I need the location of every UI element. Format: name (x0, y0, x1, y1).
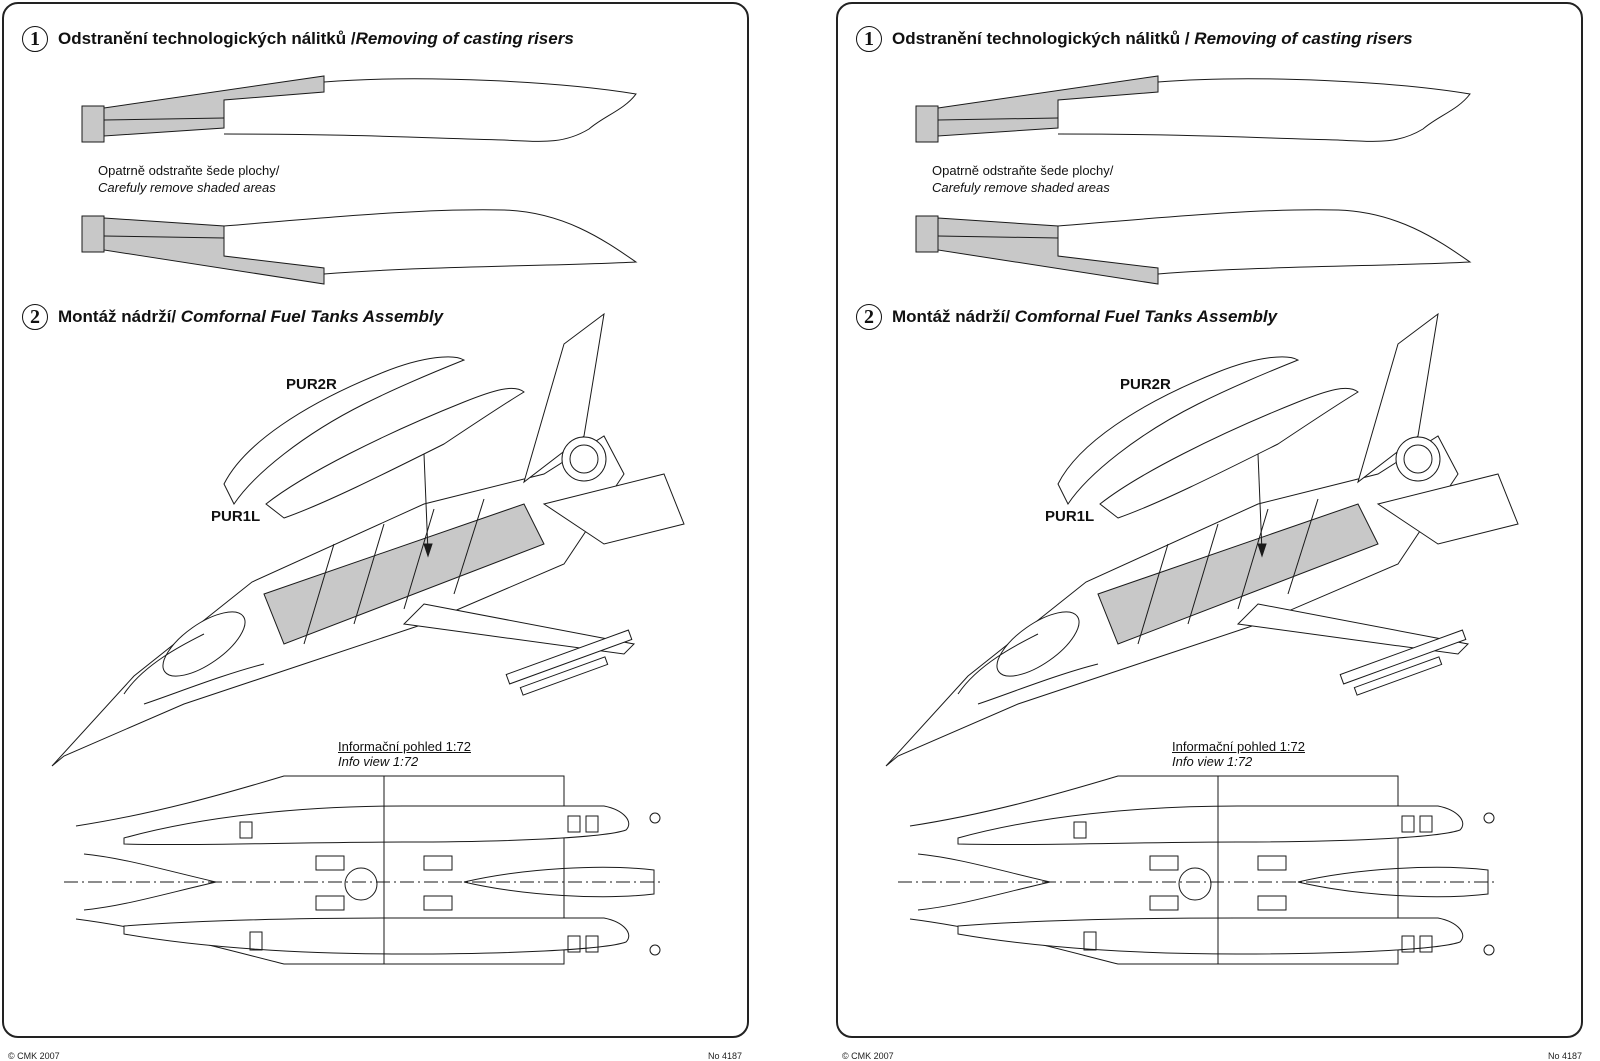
footer-copyright-right: © CMK 2007 (842, 1051, 894, 1061)
part-label-upper: PUR2R (1120, 376, 1171, 393)
info-view-caption: Informační pohled 1:72 Info view 1:72 (1172, 739, 1305, 769)
info-view-czech: Informační pohled 1:72 (1172, 739, 1305, 754)
note-english: Carefuly remove shaded areas (932, 180, 1110, 195)
footer-number-left: No 4187 (708, 1051, 743, 1061)
shaded-areas-note: Opatrně odstraňte šede plochy/ Carefuly … (932, 162, 1113, 196)
part-label-lower: PUR1L (1045, 508, 1095, 525)
info-view-english: Info view 1:72 (1172, 754, 1253, 769)
note-czech: Opatrně odstraňte šede plochy/ (932, 163, 1114, 178)
technical-drawing (51, 75, 685, 965)
note-czech: Opatrně odstraňte šede plochy/ (98, 163, 280, 178)
step-2-heading: 2 Montáž nádrží/ Comfornal Fuel Tanks As… (22, 304, 443, 330)
tank-part-top-drawing (915, 75, 1471, 143)
aircraft-isometric-drawing (885, 312, 1519, 767)
info-view-caption: Informační pohled 1:72 Info view 1:72 (338, 739, 471, 769)
footer-number-right: No 4187 (1548, 1051, 1583, 1061)
tank-part-bottom-drawing (915, 209, 1472, 285)
tank-part-bottom-drawing (81, 209, 638, 285)
shaded-areas-note: Opatrně odstraňte šede plochy/ Carefuly … (98, 162, 279, 196)
step-2-title: Montáž nádrží/ Comfornal Fuel Tanks Asse… (892, 307, 1278, 326)
footer-copyright-left: © CMK 2007 (8, 1051, 60, 1061)
part-label-lower: PUR1L (211, 508, 261, 525)
aircraft-isometric-drawing (51, 312, 685, 767)
step-1-title: Odstranění technologických nálitků /Remo… (58, 29, 574, 48)
step-2-number: 2 (22, 304, 48, 330)
step-1-heading: 1 Odstranění technologických nálitků /Re… (22, 26, 574, 52)
plan-view-drawing (898, 775, 1498, 965)
info-view-czech: Informační pohled 1:72 (338, 739, 471, 754)
tank-part-top-drawing (81, 75, 637, 143)
instruction-sheet-right: 1 Odstranění technologických nálitků / R… (836, 2, 1583, 1038)
step-2-title: Montáž nádrží/ Comfornal Fuel Tanks Asse… (58, 307, 444, 326)
plan-view-drawing (64, 775, 664, 965)
step-1-number: 1 (856, 26, 882, 52)
step-1-number: 1 (22, 26, 48, 52)
step-1-heading: 1 Odstranění technologických nálitků / R… (856, 26, 1413, 52)
note-english: Carefuly remove shaded areas (98, 180, 276, 195)
step-2-heading: 2 Montáž nádrží/ Comfornal Fuel Tanks As… (856, 304, 1277, 330)
part-label-upper: PUR2R (286, 376, 337, 393)
instruction-sheet-left: 1 Odstranění technologických nálitků /Re… (2, 2, 749, 1038)
step-1-title: Odstranění technologických nálitků / Rem… (892, 29, 1413, 48)
step-2-number: 2 (856, 304, 882, 330)
technical-drawing (885, 75, 1519, 965)
info-view-english: Info view 1:72 (338, 754, 419, 769)
